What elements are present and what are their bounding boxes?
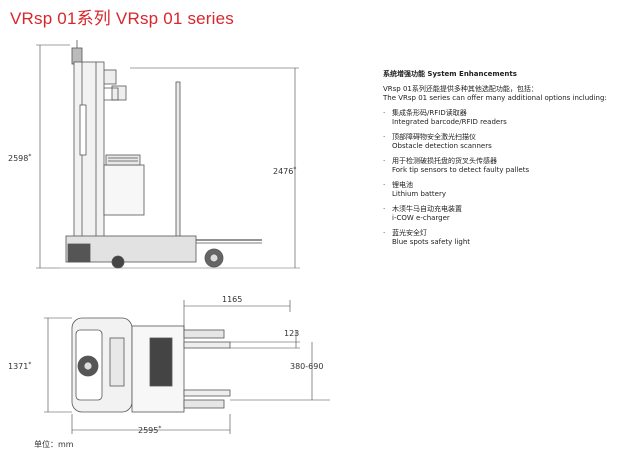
item-en: Blue spots safety light	[392, 238, 471, 246]
bullet: ·	[383, 109, 386, 117]
bullet: ·	[383, 133, 386, 141]
bullet: ·	[383, 181, 386, 189]
dim-fork-length: 1165	[222, 295, 242, 304]
list-item: · 锂电池 Lithium battery	[383, 181, 633, 199]
dim-overall-height: 2598*	[8, 153, 31, 163]
page-title: VRsp 01系列 VRsp 01 series	[10, 9, 234, 28]
enhancements-list: · 集成条形码/RFID读取器 Integrated barcode/RFID …	[383, 109, 633, 247]
item-cn: 锂电池	[392, 181, 413, 189]
enhancements-heading: 系统增强功能 System Enhancements	[383, 70, 517, 78]
dim-mast-height: 2476*	[273, 166, 296, 176]
enhancements-intro: VRsp 01系列还能提供多种其他选配功能，包括： The VRsp 01 se…	[383, 85, 633, 103]
list-item: · 蓝光安全灯 Blue spots safety light	[383, 229, 633, 247]
item-en: Lithium battery	[392, 190, 447, 198]
intro-en: The VRsp 01 series can offer many additi…	[383, 94, 607, 102]
top-view-drawing	[44, 300, 330, 434]
dim-fork-width: 123	[284, 329, 299, 338]
item-cn: 用于检测破损托盘的货叉头传感器	[392, 157, 497, 165]
enhancements-panel: 系统增强功能 System Enhancements VRsp 01系列还能提供…	[383, 70, 633, 253]
item-en: i-COW e-charger	[392, 214, 450, 222]
item-en: Fork tip sensors to detect faulty pallet…	[392, 166, 530, 174]
item-en: Integrated barcode/RFID readers	[392, 118, 507, 126]
bullet: ·	[383, 157, 386, 165]
bullet: ·	[383, 205, 386, 213]
list-item: · 用于检测破损托盘的货叉头传感器 Fork tip sensors to de…	[383, 157, 633, 175]
item-en: Obstacle detection scanners	[392, 142, 492, 150]
item-cn: 顶部障碍物安全激光扫描仪	[392, 133, 476, 141]
side-view-drawing	[36, 40, 300, 269]
bullet: ·	[383, 229, 386, 237]
list-item: · 木须牛马自动充电装置 i-COW e-charger	[383, 205, 633, 223]
item-cn: 蓝光安全灯	[392, 229, 427, 237]
dim-fork-spread: 380-690	[290, 362, 323, 371]
dim-overall-width: 1371*	[8, 361, 31, 371]
list-item: · 集成条形码/RFID读取器 Integrated barcode/RFID …	[383, 109, 633, 127]
item-cn: 集成条形码/RFID读取器	[392, 109, 467, 117]
item-cn: 木须牛马自动充电装置	[392, 205, 462, 213]
intro-cn: VRsp 01系列还能提供多种其他选配功能，包括：	[383, 85, 538, 93]
list-item: · 顶部障碍物安全激光扫描仪 Obstacle detection scanne…	[383, 133, 633, 151]
dim-overall-length: 2595*	[138, 425, 161, 435]
unit-label: 单位：mm	[34, 440, 74, 449]
